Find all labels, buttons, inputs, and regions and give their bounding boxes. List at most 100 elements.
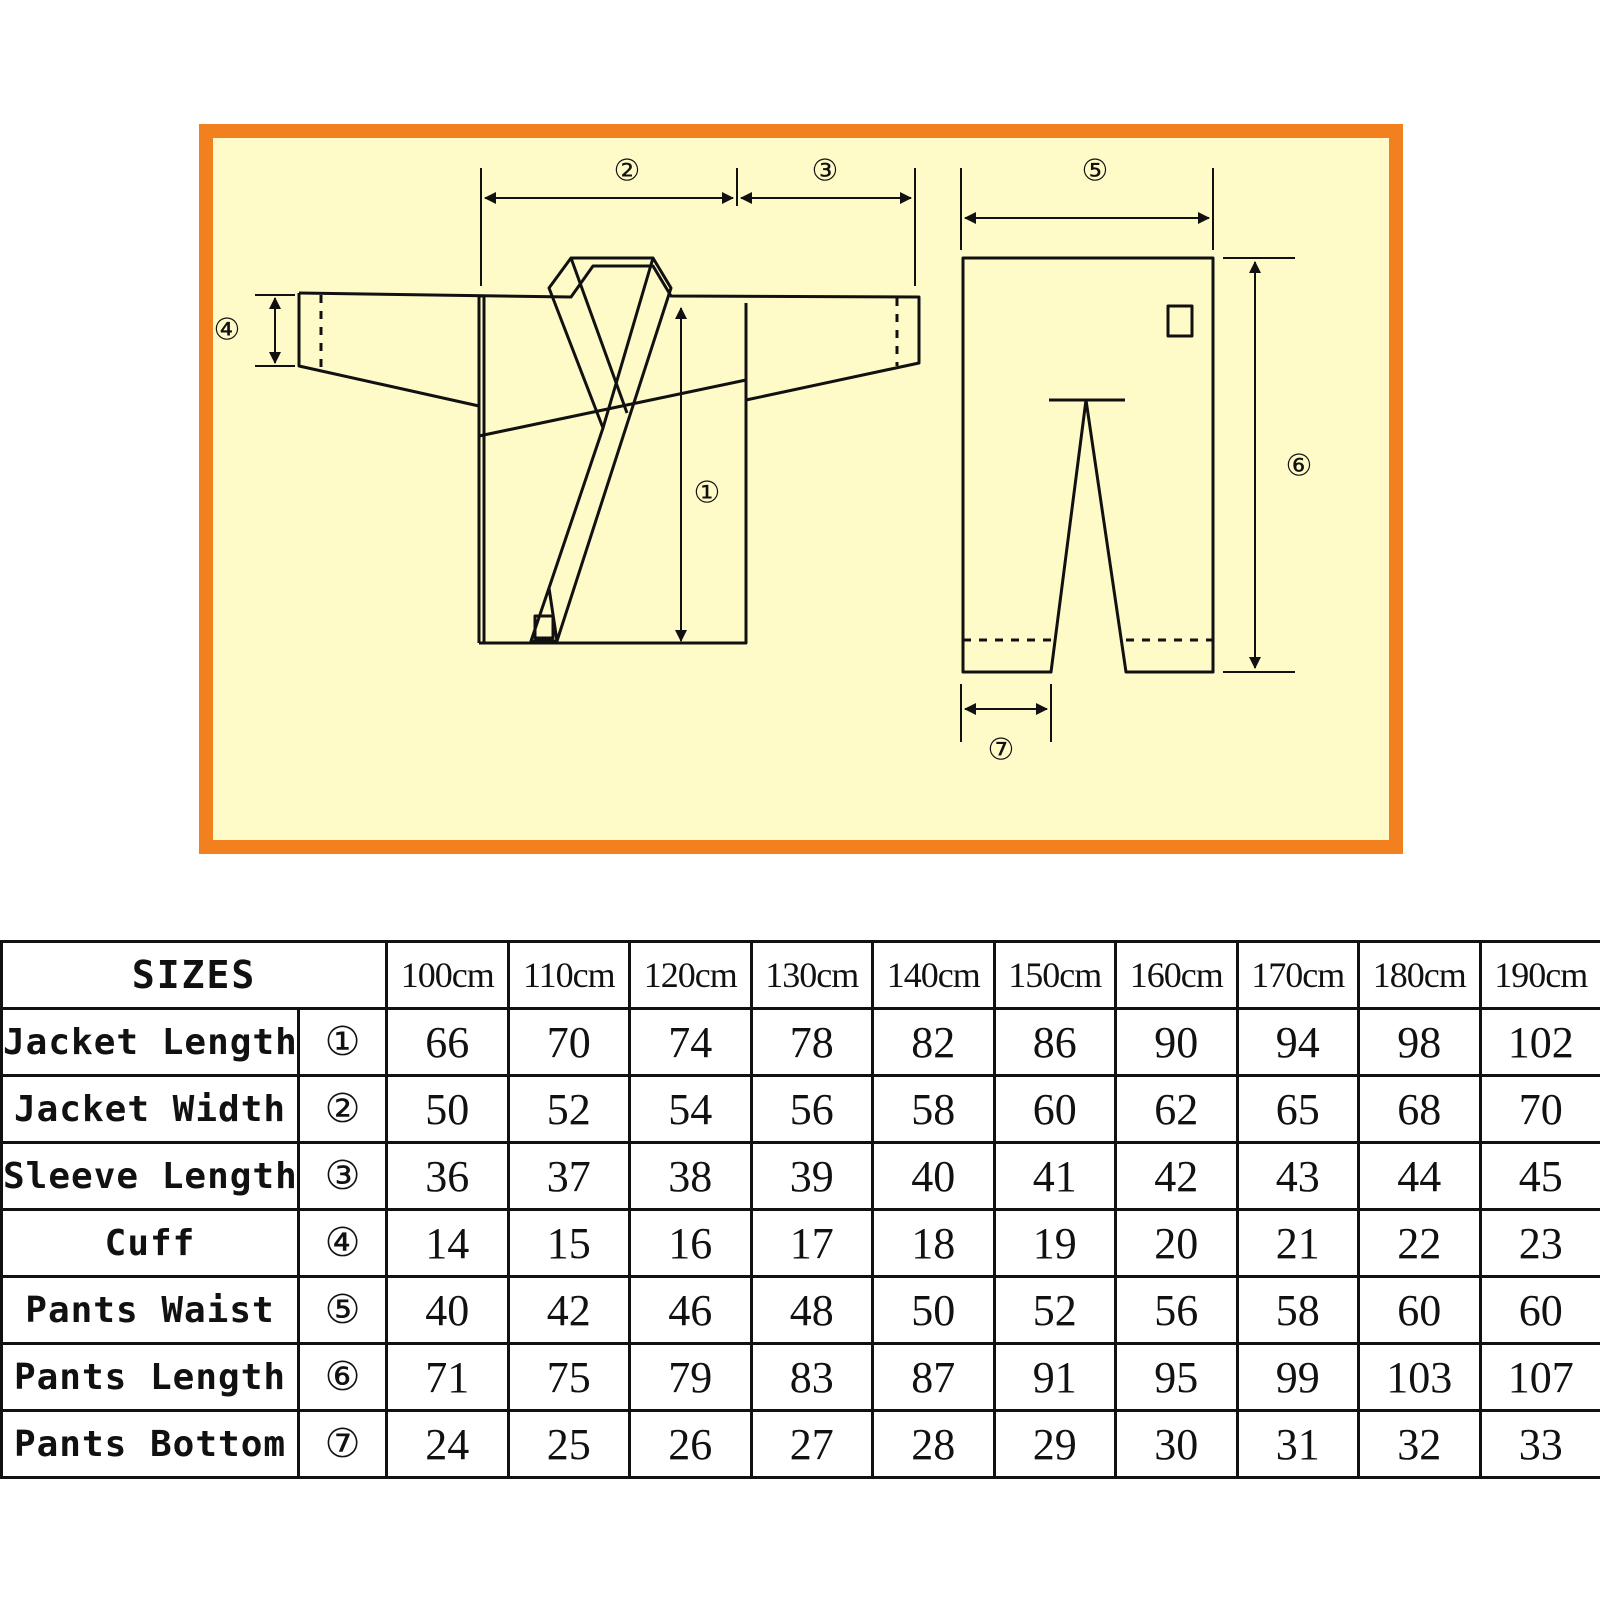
row-marker: ⑥ (296, 1342, 389, 1412)
size-column-header: 180cm (1357, 940, 1482, 1010)
table-cell: 87 (871, 1342, 996, 1412)
size-chart-table: SIZES 100cm 110cm 120cm 130cm 140cm 150c… (0, 940, 1600, 1479)
table-cell: 19 (992, 1208, 1118, 1278)
row-label: Jacket Length (0, 1007, 300, 1077)
table-cell: 99 (1235, 1342, 1361, 1412)
size-column-header: 110cm (506, 940, 632, 1010)
table-cell: 90 (1114, 1007, 1239, 1077)
table-cell: 65 (1235, 1074, 1361, 1144)
garment-diagram: ① ② ③ ④ ⑤ ⑥ ⑦ (199, 124, 1403, 854)
row-marker: ⑦ (296, 1409, 389, 1479)
size-column-header: 100cm (385, 940, 510, 1010)
table-cell: 15 (506, 1208, 632, 1278)
marker-cuff: ④ (214, 313, 241, 348)
table-cell: 70 (1478, 1074, 1600, 1144)
table-cell: 40 (385, 1275, 510, 1345)
table-cell: 58 (1235, 1275, 1361, 1345)
sizes-header: SIZES (0, 940, 389, 1010)
table-cell: 60 (1478, 1275, 1600, 1345)
table-cell: 42 (506, 1275, 632, 1345)
marker-sleeve-length: ③ (812, 154, 839, 189)
table-cell: 28 (871, 1409, 996, 1479)
table-cell: 107 (1478, 1342, 1600, 1412)
table-cell: 56 (1114, 1275, 1239, 1345)
dimension-lines (255, 168, 1295, 742)
table-cell: 56 (749, 1074, 875, 1144)
size-column-header: 170cm (1235, 940, 1361, 1010)
table-cell: 79 (628, 1342, 753, 1412)
table-cell: 36 (385, 1141, 510, 1211)
table-cell: 74 (628, 1007, 753, 1077)
table-cell: 48 (749, 1275, 875, 1345)
table-cell: 91 (992, 1342, 1118, 1412)
size-column-header: 160cm (1114, 940, 1239, 1010)
table-cell: 26 (628, 1409, 753, 1479)
table-cell: 41 (992, 1141, 1118, 1211)
table-cell: 22 (1357, 1208, 1482, 1278)
row-marker: ④ (296, 1208, 389, 1278)
diagram-drawing: ① ② ③ ④ ⑤ ⑥ ⑦ (214, 154, 1313, 768)
table-cell: 86 (992, 1007, 1118, 1077)
marker-pants-bottom: ⑦ (988, 733, 1015, 768)
table-cell: 75 (506, 1342, 632, 1412)
size-column-header: 130cm (749, 940, 875, 1010)
row-marker: ⑤ (296, 1275, 389, 1345)
table-cell: 31 (1235, 1409, 1361, 1479)
table-cell: 46 (628, 1275, 753, 1345)
size-column-header: 190cm (1478, 940, 1600, 1010)
table-cell: 95 (1114, 1342, 1239, 1412)
table-cell: 70 (506, 1007, 632, 1077)
table-cell: 68 (1357, 1074, 1482, 1144)
table-cell: 44 (1357, 1141, 1482, 1211)
table-cell: 40 (871, 1141, 996, 1211)
table-cell: 39 (749, 1141, 875, 1211)
table-cell: 42 (1114, 1141, 1239, 1211)
table-cell: 71 (385, 1342, 510, 1412)
table-cell: 45 (1478, 1141, 1600, 1211)
table-cell: 32 (1357, 1409, 1482, 1479)
size-column-header: 150cm (992, 940, 1118, 1010)
table-cell: 16 (628, 1208, 753, 1278)
marker-jacket-length: ① (694, 476, 721, 511)
table-cell: 98 (1357, 1007, 1482, 1077)
table-cell: 25 (506, 1409, 632, 1479)
table-cell: 54 (628, 1074, 753, 1144)
table-cell: 62 (1114, 1074, 1239, 1144)
table-cell: 60 (992, 1074, 1118, 1144)
table-cell: 20 (1114, 1208, 1239, 1278)
row-label: Jacket Width (0, 1074, 300, 1144)
table-cell: 14 (385, 1208, 510, 1278)
table-cell: 82 (871, 1007, 996, 1077)
table-cell: 103 (1357, 1342, 1482, 1412)
row-label: Pants Bottom (0, 1409, 300, 1479)
table-cell: 29 (992, 1409, 1118, 1479)
table-cell: 27 (749, 1409, 875, 1479)
row-label: Sleeve Length (0, 1141, 300, 1211)
table-cell: 37 (506, 1141, 632, 1211)
jacket-outline (297, 256, 921, 645)
table-cell: 21 (1235, 1208, 1361, 1278)
table-cell: 52 (506, 1074, 632, 1144)
marker-pants-length: ⑥ (1286, 449, 1313, 484)
row-marker: ① (296, 1007, 389, 1077)
marker-jacket-width: ② (614, 154, 641, 189)
table-cell: 18 (871, 1208, 996, 1278)
size-header-row: SIZES 100cm 110cm 120cm 130cm 140cm 150c… (0, 940, 1600, 1010)
table-cell: 24 (385, 1409, 510, 1479)
row-marker: ③ (296, 1141, 389, 1211)
table-cell: 102 (1478, 1007, 1600, 1077)
table-cell: 33 (1478, 1409, 1600, 1479)
size-column-header: 140cm (871, 940, 996, 1010)
table-cell: 52 (992, 1275, 1118, 1345)
table-cell: 94 (1235, 1007, 1361, 1077)
table-cell: 17 (749, 1208, 875, 1278)
marker-pants-waist: ⑤ (1082, 154, 1109, 189)
table-cell: 83 (749, 1342, 875, 1412)
pants-outline (961, 256, 1215, 674)
table-cell: 78 (749, 1007, 875, 1077)
